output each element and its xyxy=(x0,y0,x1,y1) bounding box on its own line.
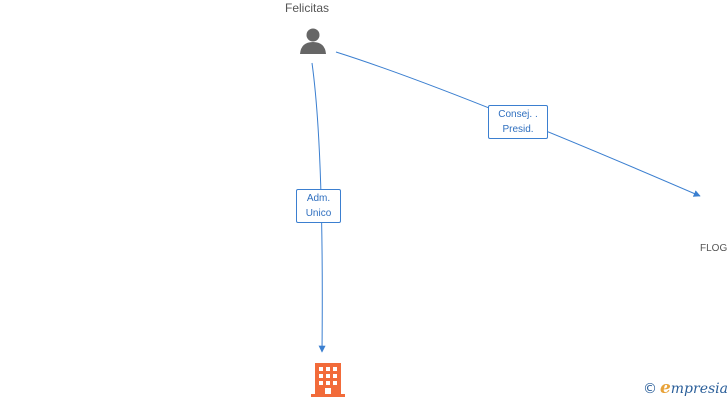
edge-consej-presid xyxy=(335,51,701,197)
brand-initial: e xyxy=(659,378,671,398)
edge-label-line2: Unico xyxy=(305,208,332,219)
brand-name: mpresia xyxy=(670,381,728,397)
building-icon[interactable] xyxy=(311,361,345,397)
empresia-watermark[interactable]: ©empresia xyxy=(643,378,728,398)
edge-label-adm-unico[interactable]: Adm. Unico xyxy=(296,189,341,223)
edge-label-line1: Consej. . xyxy=(498,109,538,120)
company-right-node-label[interactable]: FLOG xyxy=(700,243,728,254)
edge-adm-unico xyxy=(311,62,326,353)
edge-label-line1: Adm. xyxy=(306,193,331,204)
person-node-label[interactable]: Felicitas xyxy=(285,1,330,15)
edge-label-consej-presid[interactable]: Consej. . Presid. xyxy=(488,105,548,139)
copyright-symbol: © xyxy=(642,381,657,397)
edge-label-line2: Presid. xyxy=(502,124,534,135)
person-icon[interactable] xyxy=(298,26,328,56)
